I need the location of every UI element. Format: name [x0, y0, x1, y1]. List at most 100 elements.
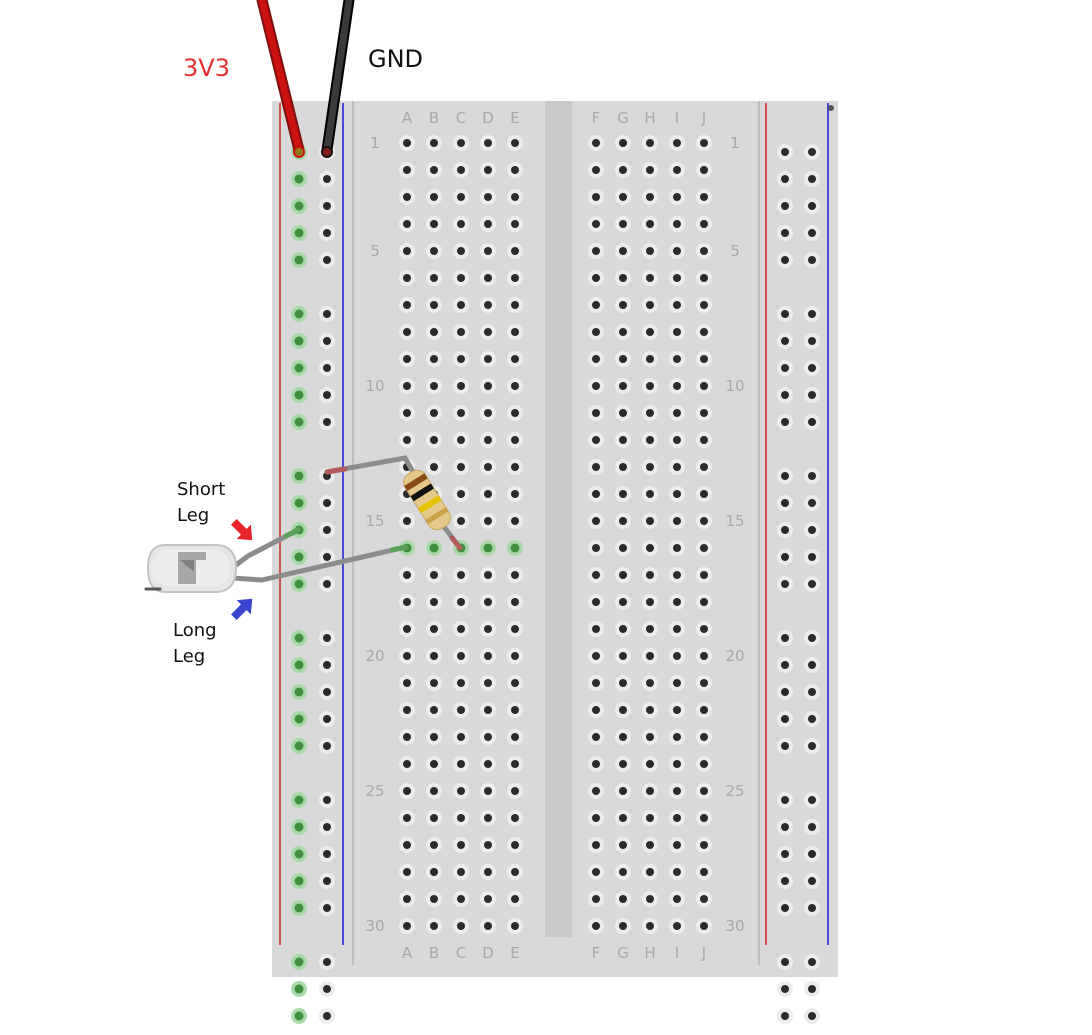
- rail-hole-power: [777, 333, 793, 349]
- breadboard-hole: [588, 432, 604, 448]
- rail-hole-ground: [319, 792, 335, 808]
- breadboard-hole: [669, 189, 685, 205]
- breadboard-hole: [642, 351, 658, 367]
- breadboard-hole: [696, 189, 712, 205]
- breadboard-hole: [615, 810, 631, 826]
- rail-hole-power: [777, 792, 793, 808]
- breadboard-hole: [615, 837, 631, 853]
- rail-hole-power: [291, 711, 307, 727]
- rail-hole-power: [777, 684, 793, 700]
- rail-hole-ground: [319, 495, 335, 511]
- breadboard-hole: [426, 459, 442, 475]
- breadboard-hole: [615, 324, 631, 340]
- breadboard-hole: [696, 729, 712, 745]
- breadboard-hole: [426, 837, 442, 853]
- breadboard-hole: [426, 243, 442, 259]
- row-number-label: 25: [725, 782, 744, 800]
- breadboard-hole: [615, 864, 631, 880]
- breadboard-hole: [588, 756, 604, 772]
- rail-hole-power: [777, 981, 793, 997]
- breadboard-hole: [696, 756, 712, 772]
- breadboard-hole: [588, 864, 604, 880]
- rail-hole-power: [291, 225, 307, 241]
- breadboard-hole: [480, 135, 496, 151]
- rail-hole-ground: [319, 630, 335, 646]
- breadboard-hole: [615, 567, 631, 583]
- breadboard-hole: [696, 648, 712, 664]
- rail-hole-power: [777, 306, 793, 322]
- rail-hole-power: [291, 171, 307, 187]
- rail-hole-ground: [319, 900, 335, 916]
- breadboard-hole: [615, 486, 631, 502]
- breadboard-hole: [507, 216, 523, 232]
- breadboard-hole: [669, 243, 685, 259]
- breadboard-hole: [669, 324, 685, 340]
- breadboard-hole: [669, 270, 685, 286]
- breadboard-hole: [426, 783, 442, 799]
- breadboard-hole: [507, 621, 523, 637]
- breadboard-hole: [426, 648, 442, 664]
- column-letter-label: B: [429, 109, 439, 127]
- breadboard-hole: [615, 648, 631, 664]
- rail-hole-ground: [804, 171, 820, 187]
- breadboard-hole: [480, 162, 496, 178]
- breadboard-hole: [453, 351, 469, 367]
- rail-hole-power: [777, 900, 793, 916]
- resistor-icon: [403, 469, 451, 531]
- breadboard-hole: [696, 324, 712, 340]
- breadboard-hole: [426, 729, 442, 745]
- breadboard-hole: [669, 459, 685, 475]
- breadboard-hole: [615, 702, 631, 718]
- breadboard-hole: [642, 918, 658, 934]
- column-letter-label: I: [675, 944, 679, 962]
- breadboard-hole: [480, 189, 496, 205]
- breadboard-hole: [453, 459, 469, 475]
- rail-hole-power: [291, 387, 307, 403]
- breadboard-hole: [588, 594, 604, 610]
- breadboard-hole: [399, 162, 415, 178]
- breadboard-hole: [642, 783, 658, 799]
- column-letter-label: D: [482, 944, 494, 962]
- breadboard-hole: [642, 594, 658, 610]
- breadboard-hole: [588, 216, 604, 232]
- rail-hole-power: [291, 657, 307, 673]
- breadboard-hole: [426, 567, 442, 583]
- breadboard-hole: [426, 540, 442, 556]
- rail-hole-ground: [319, 306, 335, 322]
- column-letter-label: C: [456, 109, 466, 127]
- rail-hole-ground: [319, 333, 335, 349]
- breadboard-hole: [507, 297, 523, 313]
- breadboard-hole: [696, 405, 712, 421]
- breadboard-hole: [588, 135, 604, 151]
- breadboard-hole: [480, 324, 496, 340]
- rail-hole-ground: [804, 684, 820, 700]
- breadboard-hole: [642, 648, 658, 664]
- breadboard-hole: [399, 513, 415, 529]
- breadboard-hole: [399, 135, 415, 151]
- row-number-label: 20: [725, 647, 744, 665]
- breadboard-hole: [507, 540, 523, 556]
- breadboard-hole: [507, 486, 523, 502]
- rail-hole-ground: [804, 225, 820, 241]
- rail-hole-power: [777, 846, 793, 862]
- breadboard-hole: [453, 189, 469, 205]
- breadboard-hole: [588, 324, 604, 340]
- rail-hole-power: [291, 576, 307, 592]
- breadboard-hole: [615, 135, 631, 151]
- rail-hole-power: [291, 306, 307, 322]
- rail-hole-power: [291, 684, 307, 700]
- rail-hole-ground: [804, 576, 820, 592]
- rail-hole-ground: [319, 738, 335, 754]
- breadboard-hole: [426, 405, 442, 421]
- breadboard-hole: [642, 729, 658, 745]
- breadboard-hole: [642, 216, 658, 232]
- breadboard-hole: [669, 648, 685, 664]
- led-icon: [144, 544, 238, 593]
- resistor-top-lead: [324, 455, 415, 475]
- breadboard-hole: [696, 567, 712, 583]
- rail-hole-power: [291, 360, 307, 376]
- rail-hole-ground: [319, 846, 335, 862]
- breadboard-hole: [480, 756, 496, 772]
- breadboard-hole: [588, 513, 604, 529]
